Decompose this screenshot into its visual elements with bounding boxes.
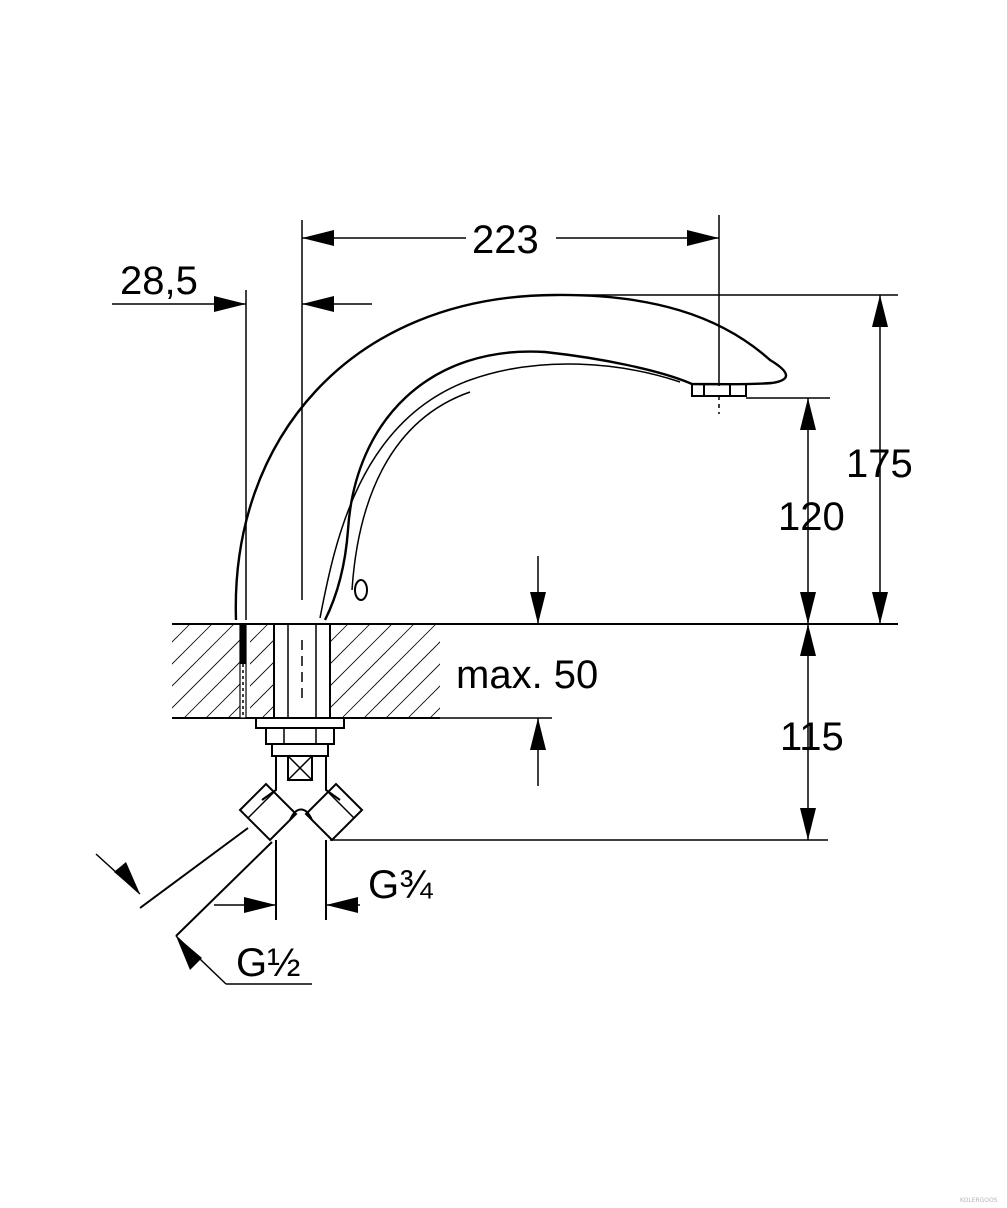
hatch-line: [407, 685, 440, 718]
hatch-line: [330, 624, 349, 643]
hatch-line: [210, 624, 304, 718]
hatch-line: [330, 624, 371, 665]
hatch-line: [172, 624, 235, 687]
dimension-arrows: [114, 230, 888, 970]
hatch-line: [330, 624, 393, 687]
dimension-spout-height-label: 120: [778, 495, 845, 539]
dimension-below-deck-label: 115: [780, 715, 844, 759]
hatch-line: [74, 624, 168, 718]
hatch-line: [261, 705, 274, 718]
hatch-line: [205, 679, 244, 718]
hatch-line: [363, 641, 440, 718]
dimension-offset-label: 28,5: [120, 259, 198, 303]
hatch-line: [172, 624, 213, 665]
hatch-line: [130, 624, 224, 718]
hatch-line: [183, 657, 244, 718]
y-connector: [139, 756, 364, 937]
hatch-line: [250, 624, 269, 643]
thread-inlet-label: G½: [236, 941, 300, 985]
hatch-line: [52, 624, 146, 718]
dimension-lines: [95, 215, 898, 985]
hatch-line: [330, 624, 415, 709]
mounting-nut: [255, 717, 345, 781]
watermark-text: KOLERGOOS: [960, 1197, 998, 1204]
hatch-line: [385, 663, 440, 718]
hatch-line: [152, 624, 246, 718]
hatch-line: [250, 661, 274, 687]
dimension-reach-label: 223: [472, 218, 539, 262]
dimension-max-deck-label: max. 50: [456, 653, 598, 697]
hatch-line: [250, 683, 274, 709]
hatch-line: [341, 624, 437, 718]
dimension-total-height-label: 175: [846, 442, 913, 486]
spout-body: [234, 293, 788, 621]
thread-outlet-label: G¾: [368, 863, 433, 907]
hatch-line: [172, 624, 191, 643]
